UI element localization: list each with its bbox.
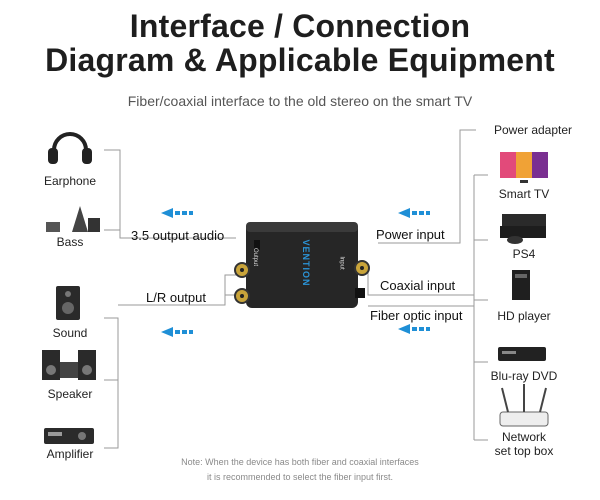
arrow-right-top bbox=[398, 208, 430, 218]
subwoofer-icon bbox=[46, 206, 100, 232]
label-3.5-output-audio: 3.5 output audio bbox=[131, 228, 225, 243]
title-line-2: Diagram & Applicable Equipment bbox=[45, 42, 555, 78]
line-lr-output bbox=[118, 274, 236, 306]
game-console-icon bbox=[500, 214, 546, 244]
subtitle: Fiber/coaxial interface to the old stere… bbox=[127, 93, 473, 109]
smart-tv-icon bbox=[500, 152, 548, 183]
device-label-amplifier: Amplifier bbox=[46, 447, 94, 461]
hd-player-icon bbox=[512, 270, 530, 300]
arrow-left-bottom bbox=[161, 327, 193, 337]
bluray-player-icon bbox=[498, 347, 546, 361]
headphones-icon bbox=[48, 132, 92, 164]
device-label-smart-tv: Smart TV bbox=[498, 187, 550, 201]
device-label-hd-player: HD player bbox=[497, 309, 551, 323]
device-label-sound: Sound bbox=[52, 326, 88, 340]
amplifier-icon bbox=[44, 428, 94, 444]
label-power-input: Power input bbox=[376, 227, 445, 242]
converter-device bbox=[234, 222, 370, 308]
note-line-2: it is recommended to select the fiber in… bbox=[206, 472, 394, 482]
arrow-left-top bbox=[161, 208, 193, 218]
device-label-earphone: Earphone bbox=[43, 174, 97, 188]
device-label-power-adapter: Power adapter bbox=[493, 123, 573, 137]
line-earphone bbox=[104, 149, 236, 239]
device-label-bass: Bass bbox=[56, 235, 84, 249]
label-fiber-optic-input: Fiber optic input bbox=[370, 308, 463, 323]
device-label-ps4: PS4 bbox=[512, 247, 536, 261]
device-label-bluray-dvd: Blu-ray DVD bbox=[490, 369, 558, 383]
stereo-speaker-icon bbox=[42, 350, 96, 380]
device-output-port-label: Output bbox=[252, 247, 259, 267]
device-brand: VENTION bbox=[301, 239, 311, 287]
router-icon bbox=[499, 384, 549, 427]
device-label-network-set-top-box: Network set top box bbox=[494, 430, 554, 458]
line-power bbox=[378, 129, 476, 244]
device-input-port-label: Input bbox=[338, 256, 345, 270]
title-line-1: Interface / Connection bbox=[129, 8, 471, 44]
flow-arrows bbox=[161, 208, 430, 337]
speaker-icon bbox=[56, 286, 80, 320]
device-label-speaker: Speaker bbox=[47, 387, 93, 401]
label-lr-output: L/R output bbox=[146, 290, 206, 305]
line-left-bottom-bracket bbox=[104, 317, 119, 449]
note-line-1: Note: When the device has both fiber and… bbox=[181, 457, 419, 467]
label-coaxial-input: Coaxial input bbox=[380, 278, 456, 293]
arrow-right-bottom bbox=[398, 324, 430, 334]
